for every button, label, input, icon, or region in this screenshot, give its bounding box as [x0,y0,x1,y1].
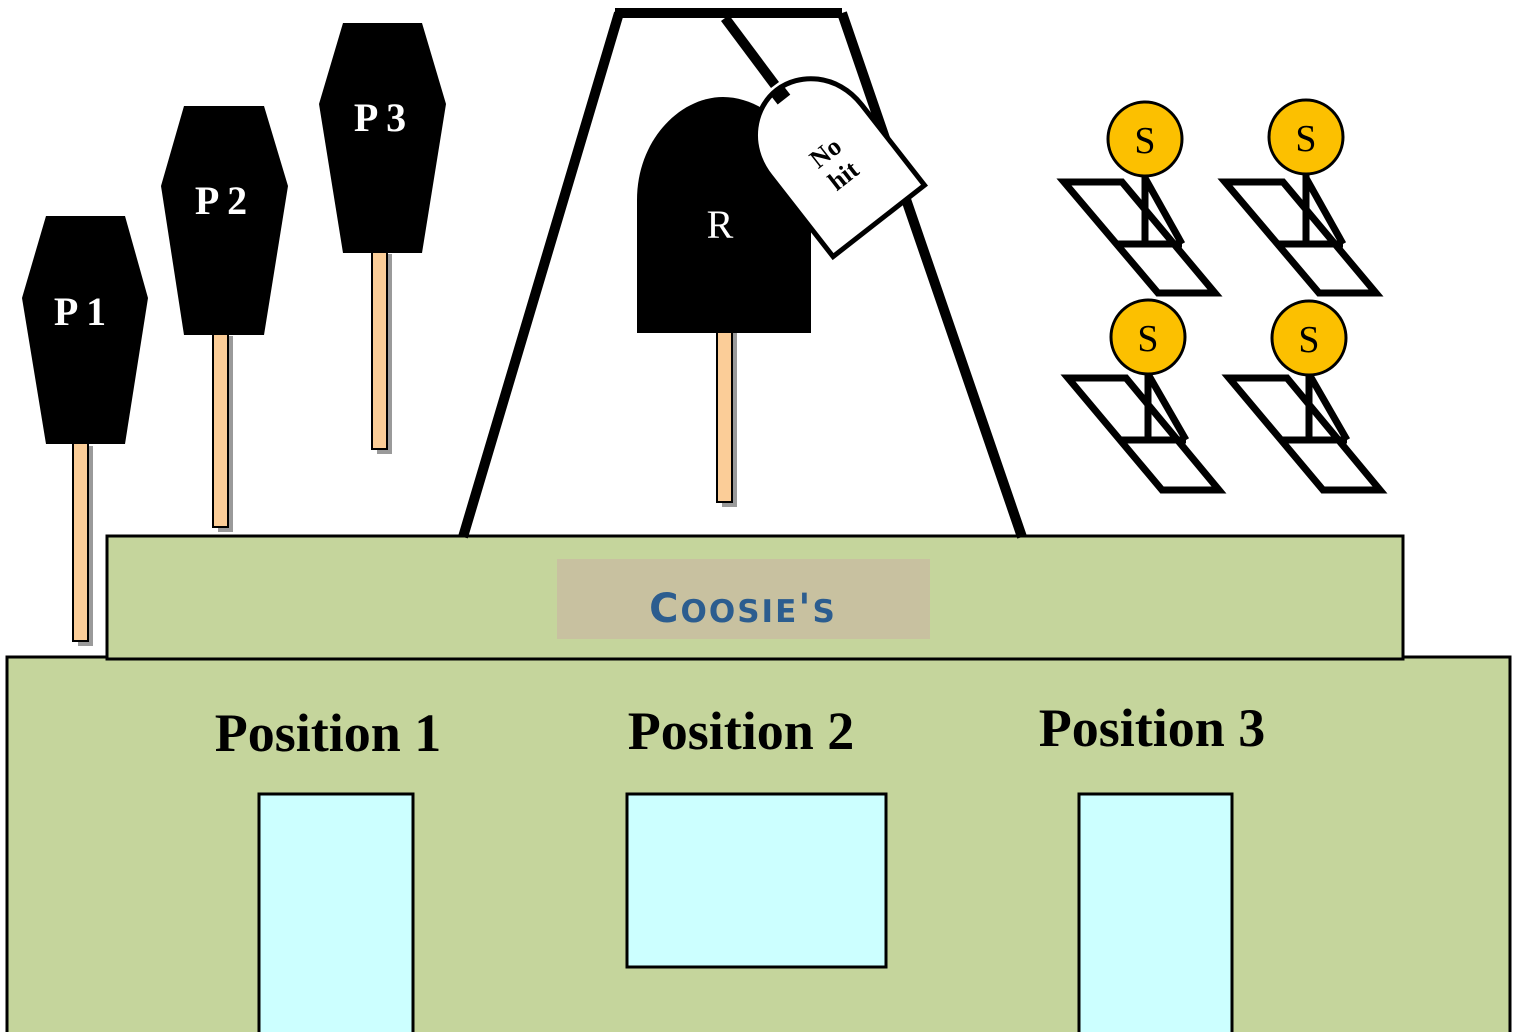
switch-3-label: S [1137,318,1158,360]
switch-base [1056,178,1223,297]
paddle-3-head [319,23,446,253]
switch-base [1060,374,1227,494]
paddle-3-label: P 3 [354,95,406,140]
frame-left-leg [458,11,624,539]
window-position-1 [257,792,415,1032]
switch-3: S [1060,298,1227,494]
position-1-label: Position 1 [215,703,442,763]
position-2-label: Position 2 [628,701,855,761]
coosies-sign: COOSIE'S [557,559,930,639]
position-3-label: Position 3 [1039,698,1266,758]
sign-text-big-c: C [649,586,680,632]
robber-stick [716,324,733,503]
frame-right-leg [837,11,1027,539]
sign-text-apostrophe: ' [798,586,812,632]
sign-text-small-1: OOSIE [681,594,799,630]
no-hit-tag: No hit [753,76,929,261]
paddle-1-stick [72,440,89,642]
sign-text-small-2: S [813,594,837,630]
robber-booth-frame [458,8,1027,539]
switch-2: S [1217,98,1384,297]
switch-2-label: S [1295,118,1316,160]
switch-1: S [1056,100,1223,297]
switch-base [1221,374,1388,494]
tag-string [720,15,780,88]
paddle-2-stick [212,330,229,528]
switch-coin [1267,98,1345,176]
paddle-3-stick [371,248,388,450]
paddle-1-label: P 1 [54,289,106,334]
paddle-2-head [161,106,288,335]
window-position-3 [1077,792,1234,1032]
switch-coin [1106,100,1184,178]
paddle-2-label: P 2 [195,178,247,223]
robber-label: R [707,202,734,247]
switch-lever [1305,372,1351,442]
switch-lever [1141,176,1186,246]
switch-lever [1302,176,1347,246]
switch-lever [1144,372,1190,442]
switch-coin [1270,299,1348,377]
sign-text: COOSIE'S [649,586,837,632]
switch-4: S [1221,299,1388,494]
switch-coin [1109,298,1187,376]
window-position-2 [625,792,888,969]
switch-base [1217,178,1384,297]
sign-plate [557,559,930,639]
switch-4-label: S [1298,319,1319,361]
tag-hole [771,86,791,105]
switch-1-label: S [1134,120,1155,162]
paddle-1-head [22,216,148,444]
tag-shape [753,76,929,261]
